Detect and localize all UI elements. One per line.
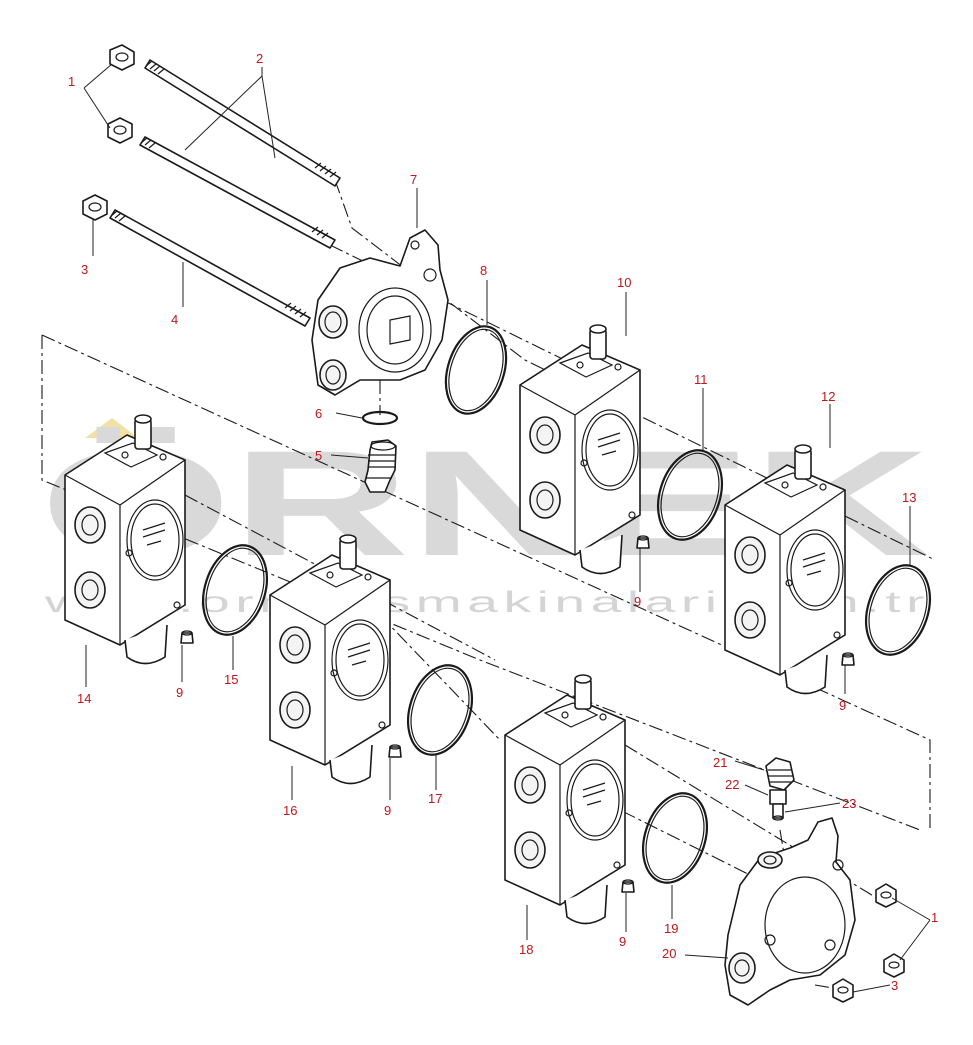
callout-15: 15: [224, 672, 238, 687]
seal-ring-small: [361, 410, 399, 426]
hex-nut-top: [109, 44, 135, 71]
plug-9-c: [180, 630, 194, 644]
hex-nut-bottom-right-c: [832, 978, 854, 1003]
callout-17: 17: [428, 791, 442, 806]
callout-10: 10: [617, 275, 631, 290]
pipe-fitting: [364, 439, 397, 493]
o-ring-17: [396, 655, 484, 765]
callout-9-e: 9: [619, 934, 626, 949]
callout-5: 5: [315, 448, 322, 463]
callout-16: 16: [283, 803, 297, 818]
callout-11: 11: [694, 372, 708, 387]
callout-6: 6: [315, 406, 322, 421]
hex-nut-middle: [107, 117, 133, 144]
leader-lines: [83, 63, 931, 993]
callout-9-d: 9: [384, 803, 391, 818]
o-ring-8: [444, 325, 508, 415]
watermark-accent-shape: [85, 418, 138, 438]
callout-22: 22: [725, 777, 739, 792]
hex-nut-bottom-right-b: [883, 953, 905, 978]
callout-9-c: 9: [176, 685, 183, 700]
callout-23: 23: [842, 796, 856, 811]
callout-1-bottom: 1: [931, 910, 938, 925]
callout-1-top: 1: [68, 74, 75, 89]
plug-9-d: [388, 744, 402, 758]
inlet-end-cover: [311, 229, 449, 396]
relief-valve-cartridge: [765, 757, 795, 821]
callout-13: 13: [902, 490, 916, 505]
callout-8: 8: [480, 263, 487, 278]
tie-rod-lower: [109, 209, 311, 327]
plug-9-e: [621, 879, 635, 893]
callout-14: 14: [77, 691, 91, 706]
callout-21: 21: [713, 755, 727, 770]
valve-section-18: [504, 674, 626, 925]
hex-nut-lower: [82, 194, 108, 221]
tie-rod-middle: [139, 136, 336, 249]
callout-labels: 1 2 3 4 5 6 7 8 9 9 9 9 9 10 11 12 13 14…: [68, 51, 938, 993]
hex-nut-bottom-right-a: [875, 883, 897, 908]
callout-9-a: 9: [634, 594, 641, 609]
callout-3-bottom: 3: [891, 978, 898, 993]
callout-18: 18: [519, 942, 533, 957]
callout-19: 19: [664, 921, 678, 936]
callout-20: 20: [662, 946, 676, 961]
valve-section-10: [519, 324, 641, 575]
callout-9-b: 9: [839, 698, 846, 713]
callout-4: 4: [171, 312, 178, 327]
callout-3-top: 3: [81, 262, 88, 277]
plug-9-a: [636, 535, 650, 549]
tie-rod-upper: [144, 59, 341, 187]
outlet-end-cover: [724, 817, 856, 1006]
callout-2: 2: [256, 51, 263, 66]
callout-7: 7: [410, 172, 417, 187]
callout-12: 12: [821, 389, 835, 404]
plug-9-b: [841, 652, 855, 666]
